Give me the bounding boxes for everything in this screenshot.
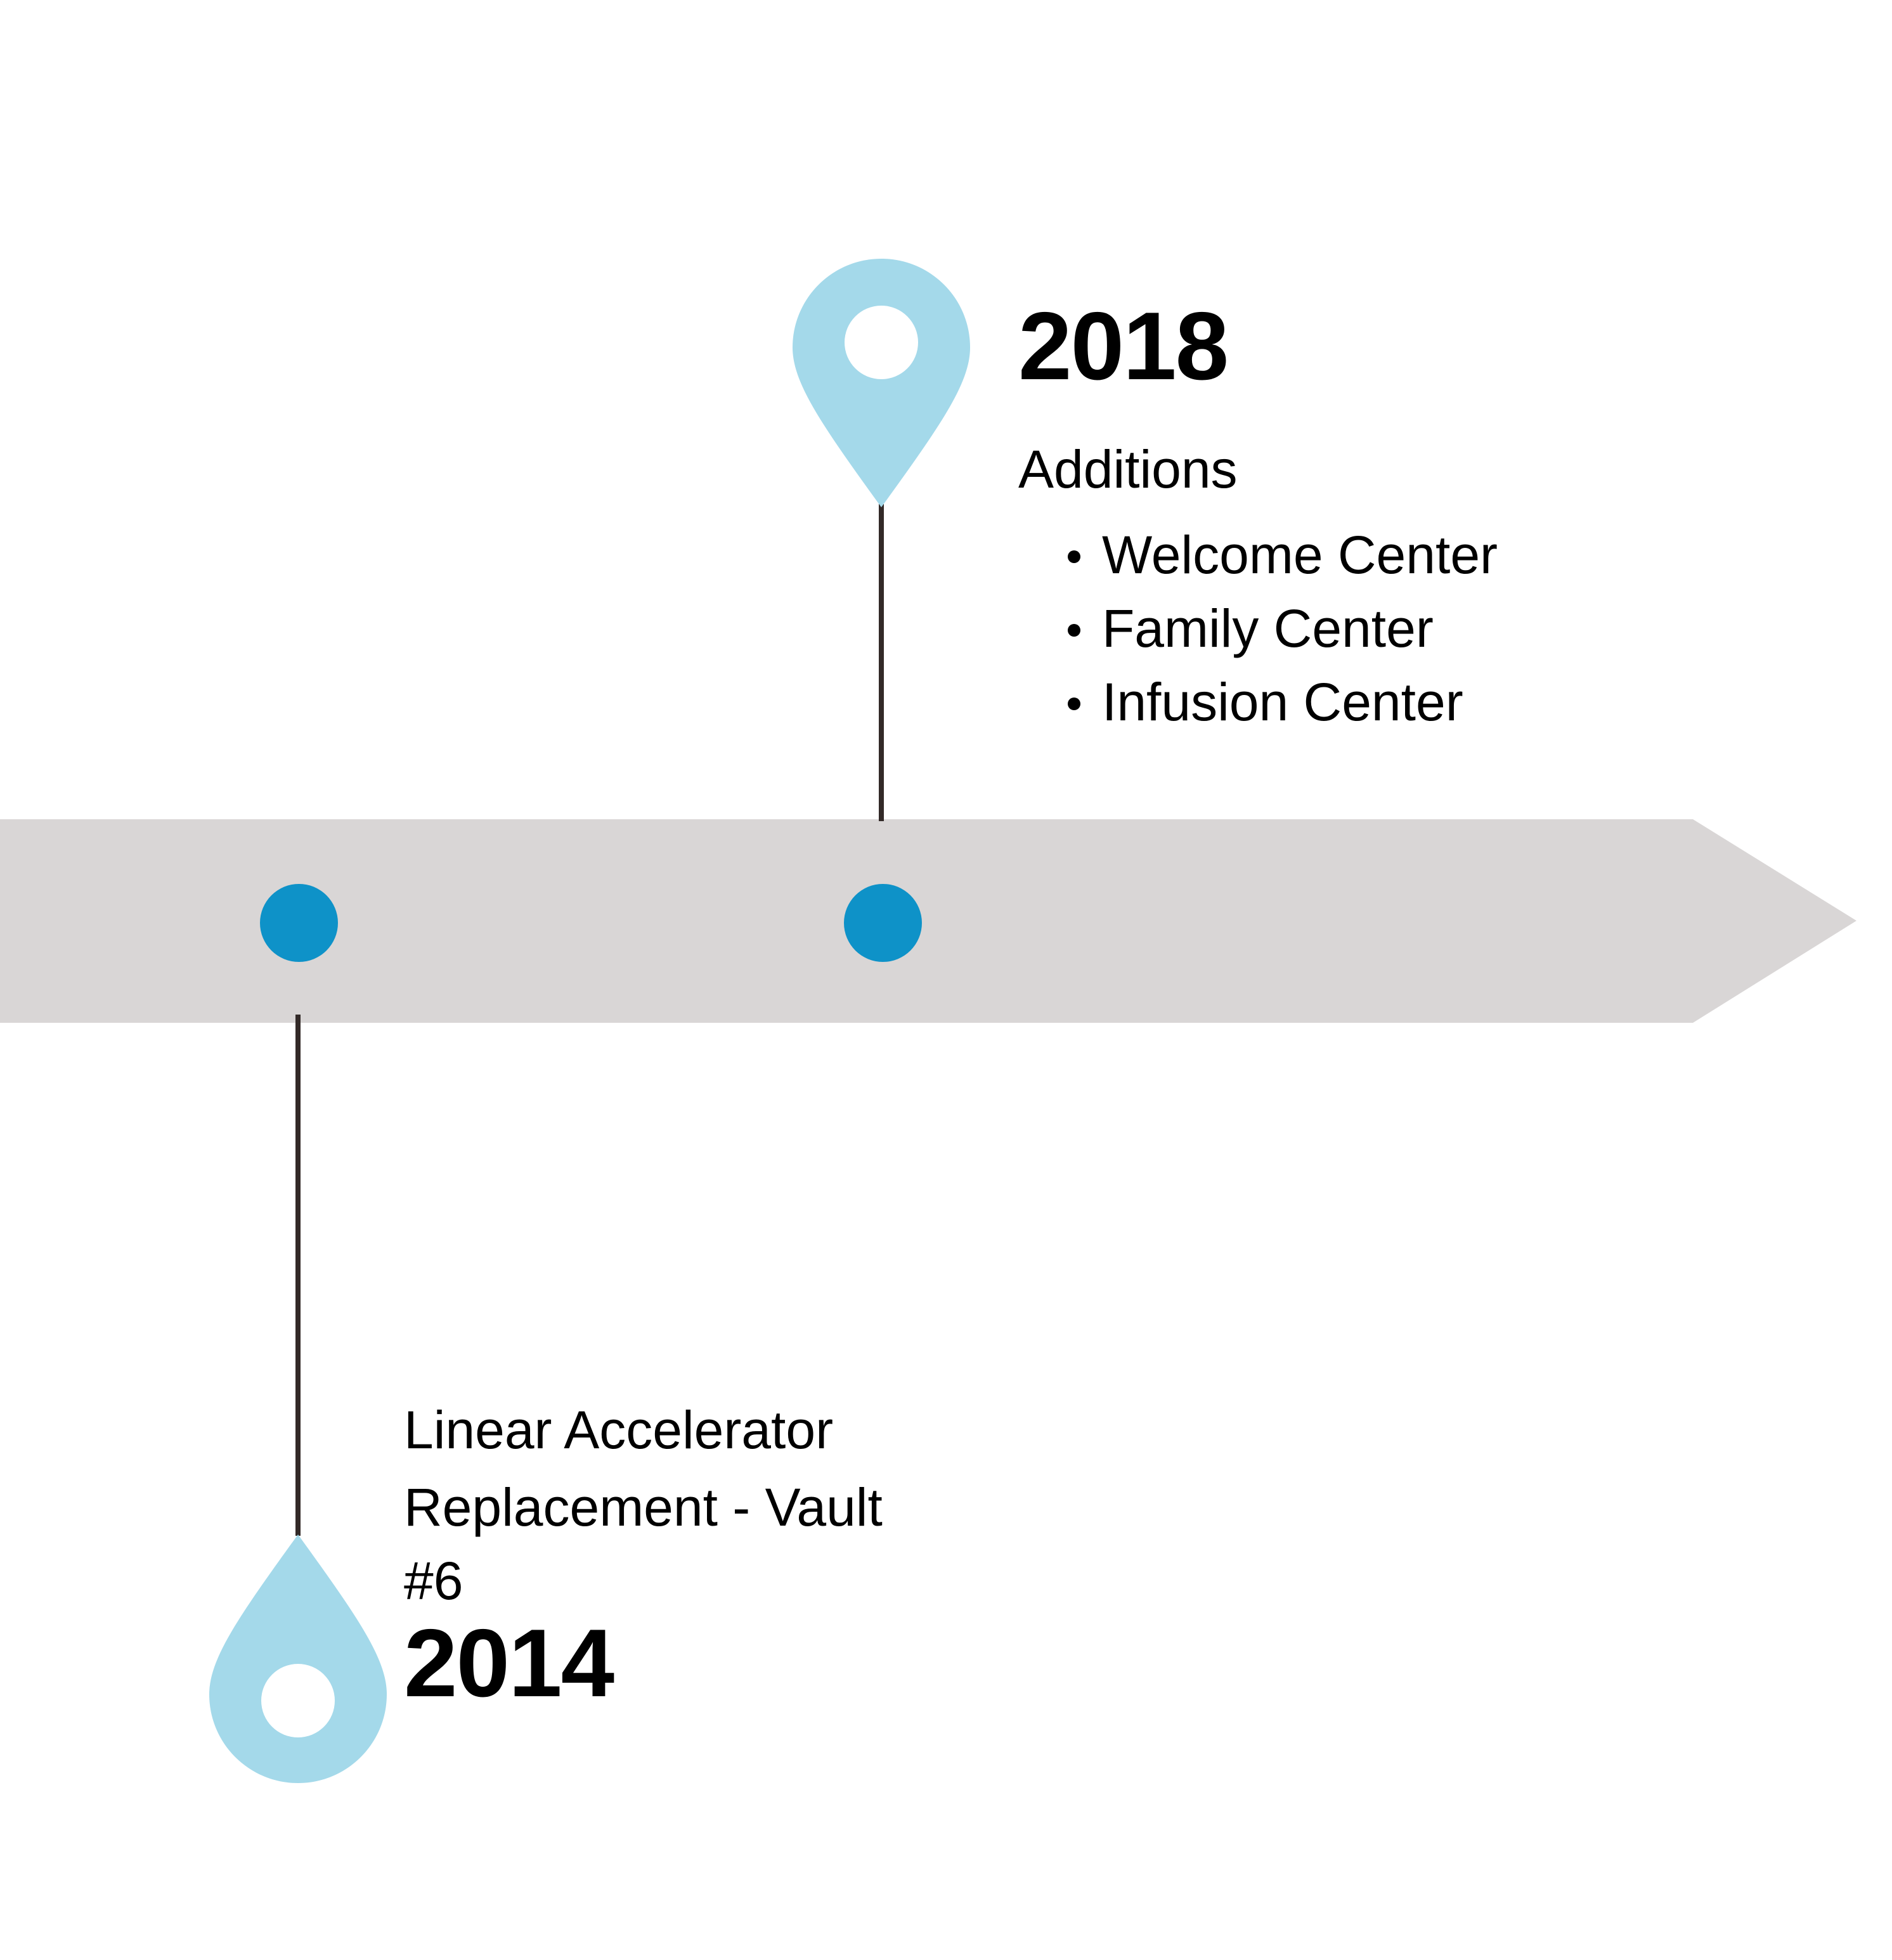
connector-line-2014 bbox=[295, 1015, 301, 1536]
timeline-arrow-shape bbox=[0, 819, 1856, 1023]
map-pin-inverted-icon-2014[interactable] bbox=[209, 1535, 387, 1783]
timeline-arrow-bar bbox=[0, 819, 1856, 1023]
milestone-2014-content: Linear Accelerator Replacement - Vault #… bbox=[404, 1392, 924, 1711]
milestone-2014-description-line-3: #6 bbox=[404, 1550, 463, 1611]
timeline-dot-2014[interactable] bbox=[260, 884, 338, 962]
list-item: Family Center bbox=[1068, 592, 1728, 666]
map-pin-inverted-icon bbox=[209, 1535, 387, 1783]
list-item: Infusion Center bbox=[1068, 666, 1728, 739]
map-pin-icon-2018[interactable] bbox=[793, 259, 970, 507]
list-item: Welcome Center bbox=[1068, 519, 1728, 592]
milestone-2018-content: 2018 Additions Welcome Center Family Cen… bbox=[1018, 298, 1728, 739]
timeline-dot-2018[interactable] bbox=[844, 884, 922, 962]
milestone-2018-year: 2018 bbox=[1018, 292, 1229, 400]
milestone-2018-list: Welcome Center Family Center Infusion Ce… bbox=[1018, 519, 1728, 739]
milestone-2014-description-line-1: Linear Accelerator bbox=[404, 1400, 834, 1460]
milestone-2018-heading: Additions bbox=[1018, 439, 1238, 499]
connector-line-2018 bbox=[879, 504, 884, 821]
map-pin-icon bbox=[793, 259, 970, 507]
milestone-2014-description-line-2: Replacement - Vault bbox=[404, 1477, 883, 1537]
milestone-2014-year: 2014 bbox=[404, 1609, 614, 1718]
